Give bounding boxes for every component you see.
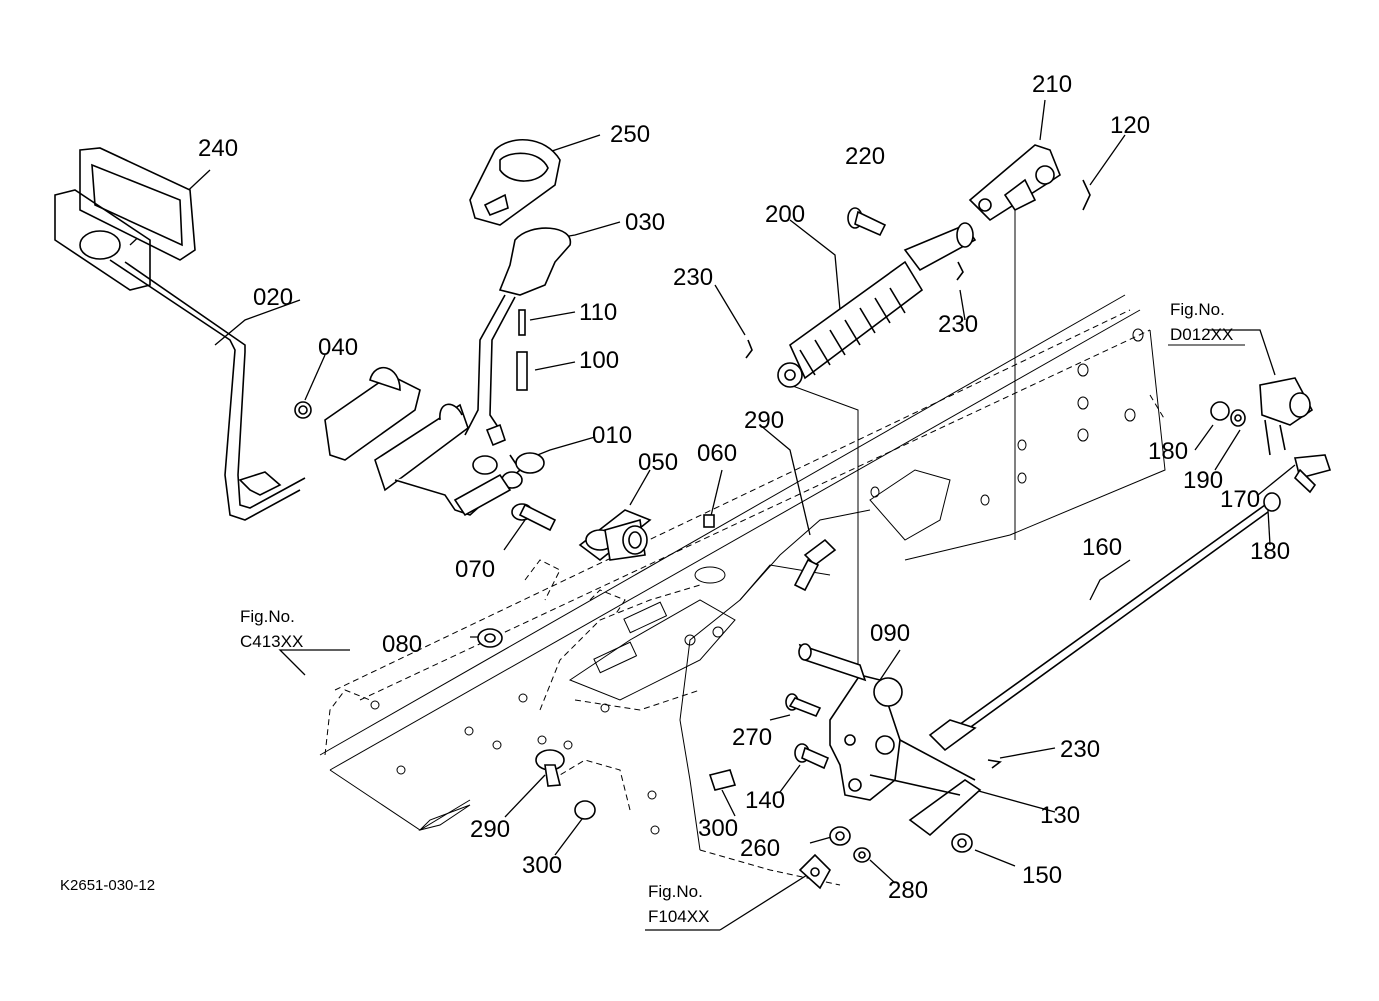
callout-290-lower: 290	[470, 816, 510, 843]
callout-050: 050	[638, 449, 678, 476]
part-100-pin	[516, 351, 528, 391]
bracket-plate	[568, 566, 736, 701]
part-220-pin	[847, 207, 887, 237]
callout-040: 040	[318, 334, 358, 361]
part-090-lever-plate	[798, 643, 903, 801]
part-010-shaft-bracket	[374, 403, 545, 517]
callout-020: 020	[253, 284, 293, 311]
callout-200: 200	[765, 201, 805, 228]
callout-250: 250	[610, 121, 650, 148]
part-020-pedal-arm	[109, 259, 306, 521]
callout-120: 120	[1110, 112, 1150, 139]
figure-ref-label: Fig.No.	[1170, 300, 1225, 319]
part-150-nut	[951, 833, 973, 853]
part-080-nut	[477, 628, 503, 648]
part-d012-pivot	[1259, 377, 1314, 456]
chassis-frame	[319, 294, 1166, 886]
figure-ref-code: C413XX	[240, 632, 303, 651]
part-180-nut-upper	[1210, 401, 1230, 421]
part-040-plate-with-nut	[294, 366, 421, 461]
figure-ref-code: D012XX	[1170, 325, 1233, 344]
figure-ref-label: Fig.No.	[648, 882, 703, 901]
part-180-nut-lower	[1263, 492, 1281, 512]
part-060-grease-nipple	[703, 514, 715, 528]
callout-080: 080	[382, 631, 422, 658]
callout-220: 220	[845, 143, 885, 170]
part-240-pedal-pad	[54, 147, 196, 291]
figure-ref-c413[interactable]: Fig.No. C413XX	[240, 607, 303, 651]
figure-ref-d012[interactable]: Fig.No. D012XX	[1168, 300, 1245, 346]
part-050-bushing-bracket	[578, 509, 652, 562]
part-260-washer	[829, 826, 851, 846]
figure-ref-label: Fig.No.	[240, 607, 295, 626]
frame-holes	[370, 328, 1144, 835]
callout-270: 270	[732, 724, 772, 751]
part-130-link	[869, 739, 982, 837]
part-120-pin	[1082, 179, 1091, 211]
part-200-spring	[777, 222, 977, 388]
part-070-bolt	[511, 503, 557, 532]
callout-170: 170	[1220, 486, 1260, 513]
part-190-washer	[1230, 409, 1246, 427]
part-bracket-lower	[798, 853, 831, 890]
part-290-bolt-lower	[535, 749, 565, 787]
part-230-clips	[745, 261, 1002, 769]
callout-300-lower: 300	[522, 852, 562, 879]
drawing-code: K2651-030-12	[60, 877, 155, 894]
figure-ref-code: F104XX	[648, 907, 709, 926]
callout-240: 240	[198, 135, 238, 162]
part-300-nut-middle	[708, 769, 737, 791]
callout-180-upper: 180	[1148, 438, 1188, 465]
callout-110: 110	[579, 299, 617, 326]
callout-150: 150	[1022, 862, 1062, 889]
part-210-lever-arm	[968, 144, 1061, 222]
part-170-pin	[1293, 454, 1332, 494]
callout-100: 100	[579, 347, 619, 374]
callout-230-left: 230	[673, 264, 713, 291]
callout-230-right: 230	[1060, 736, 1100, 763]
part-290-bolt-upper	[793, 538, 837, 592]
callout-210: 210	[1032, 71, 1072, 98]
callout-140: 140	[745, 787, 785, 814]
callout-190: 190	[1183, 467, 1223, 494]
part-160-rod	[928, 504, 1269, 752]
part-300-nut-lower	[574, 800, 596, 820]
callout-230-upper: 230	[938, 311, 978, 338]
callout-300-middle: 300	[698, 815, 738, 842]
part-140-bolt	[794, 743, 830, 770]
figure-ref-f104[interactable]: Fig.No. F104XX	[648, 882, 709, 926]
part-030-lever-grip	[498, 227, 571, 296]
callout-260: 260	[740, 835, 780, 862]
callout-labels: 240 020 040 250 030 110 100 010 050 060 …	[198, 71, 1290, 904]
callout-090: 090	[870, 620, 910, 647]
callout-160: 160	[1082, 534, 1122, 561]
part-270-bolt	[785, 693, 822, 718]
lever-rod	[464, 294, 516, 447]
callout-070: 070	[455, 556, 495, 583]
callout-010: 010	[592, 422, 632, 449]
callout-180-lower: 180	[1250, 538, 1290, 565]
part-110-pin	[518, 309, 526, 336]
callout-280: 280	[888, 877, 928, 904]
callout-060: 060	[697, 440, 737, 467]
part-250-knob	[469, 139, 561, 226]
callout-030: 030	[625, 209, 665, 236]
callout-130: 130	[1040, 802, 1080, 829]
part-280-nut	[853, 847, 871, 863]
callout-290-upper: 290	[744, 407, 784, 434]
